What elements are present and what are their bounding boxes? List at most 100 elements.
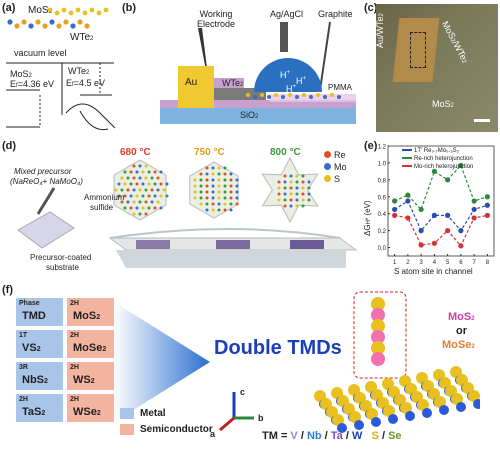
flake-750-atom	[211, 196, 215, 200]
flake-800-atom	[295, 204, 299, 208]
flake-800-atom	[283, 186, 287, 190]
heterostructure-atom	[260, 93, 264, 97]
flake-680-atom	[135, 170, 139, 174]
sio2-label: SiO2	[240, 110, 259, 121]
sulfur-atom	[366, 408, 378, 420]
flake-750-atom	[205, 202, 209, 206]
flake-680-atom	[144, 164, 148, 168]
flake-800-atom	[289, 204, 293, 208]
legend-metal: Metal	[120, 408, 213, 424]
flake-800-atom	[307, 180, 311, 184]
tmd-cell-right-formula: WS2	[73, 374, 95, 386]
e-series-line-1	[394, 200, 488, 232]
heterostructure-atom	[274, 93, 278, 97]
flake-800-atom	[277, 186, 281, 190]
flake-750-atom	[223, 184, 227, 188]
e-series-2-point	[418, 206, 424, 213]
mos2-atom	[103, 7, 109, 13]
e-series-1-point	[471, 206, 477, 213]
flake-680-atom	[129, 194, 133, 198]
e-series-1-point	[405, 198, 411, 204]
flake-680-atom	[120, 188, 124, 192]
flake-680-atom	[129, 206, 133, 210]
flake-750-atom	[217, 208, 221, 212]
substrate-label-2: substrate	[46, 263, 79, 272]
wte2-atom	[70, 23, 76, 29]
flake-680-atom	[159, 182, 163, 186]
flake-750-atom	[217, 172, 221, 176]
flake-750-atom	[223, 172, 227, 176]
heterostructure-atom	[295, 95, 299, 99]
sulfur-atom	[349, 411, 361, 423]
mos2-ef-label: Ef=4.36 eV	[10, 79, 54, 90]
flake-750-atom	[229, 172, 233, 176]
flake-800-atom	[301, 186, 305, 190]
mos2-atom	[54, 10, 60, 16]
e-series-3-point	[405, 215, 411, 221]
metal-atom	[439, 405, 449, 415]
e-xtick-label: 5	[446, 260, 450, 266]
e-xtick-label: 4	[433, 260, 437, 266]
mos2-atom	[75, 7, 81, 13]
flake-800-atom	[301, 180, 305, 184]
flake-680-atom	[138, 212, 142, 216]
e-xtick-label: 8	[486, 260, 490, 266]
panel-e-label: (e)	[364, 140, 378, 152]
scale-bar	[474, 119, 490, 122]
axes-indicator	[219, 392, 254, 432]
flake-680-atom	[147, 170, 151, 174]
panel-c-label: (c)	[364, 2, 378, 14]
tmd-cell-right-phase: 2H	[70, 364, 79, 371]
sulfur-atom	[417, 399, 429, 411]
flake-750-atom	[205, 178, 209, 182]
flake-800-atom	[283, 204, 287, 208]
flake-750-atom	[229, 190, 233, 194]
temp-680: 680 °C	[120, 147, 151, 158]
flake-680-atom	[141, 170, 145, 174]
flake-750-atom	[235, 202, 239, 206]
flake-680-atom	[165, 182, 169, 186]
metal-atom	[354, 420, 364, 430]
flake-680-atom	[153, 170, 157, 174]
mose2-tag: MoSe2	[442, 339, 475, 351]
wte2-atom	[14, 23, 20, 29]
flake-680-atom	[162, 188, 166, 192]
tm-formula: TM = V / Nb / Ta / W S / Se	[262, 430, 402, 442]
flake-750-atom	[229, 178, 233, 182]
panel-a: (a) MoS2 WTe2 vacuum level MoS2 Ef=4.36 …	[0, 0, 118, 135]
metal-atom	[388, 414, 398, 424]
mos2-atom	[47, 7, 53, 13]
tmd-cell-left-formula: TMD	[22, 310, 46, 322]
flake-750-atom	[217, 178, 221, 182]
stacked-atom	[371, 352, 385, 366]
flake-800-atom	[301, 204, 305, 208]
e-series-1-point	[418, 228, 424, 234]
flake-680-atom	[156, 176, 160, 180]
axis-a-label: a	[210, 429, 216, 439]
h-plus-2: H+	[296, 76, 307, 86]
metal-atom	[473, 399, 480, 409]
flake-750-atom	[223, 178, 227, 182]
flake-800-atom	[295, 192, 299, 196]
heterostructure-atom	[267, 95, 271, 99]
atom-legend: Re Mo S	[324, 150, 347, 186]
flake-680-atom	[120, 176, 124, 180]
f-legend: Metal Semiconductor	[120, 408, 213, 440]
e-series-3-point	[431, 240, 437, 246]
e-ytick-label: 0.8	[378, 178, 387, 184]
flake-800-atom	[289, 174, 293, 178]
flake-750-atom	[223, 196, 227, 200]
stacked-atom	[371, 341, 385, 355]
wte2-atom	[56, 23, 62, 29]
wte2-ef-label: Ef=4.5 eV	[66, 78, 105, 89]
wte2-atom	[35, 19, 41, 25]
flake-680-atom	[144, 200, 148, 204]
e-xtick-label: 2	[406, 260, 410, 266]
flake-750-atom	[217, 196, 221, 200]
e-xtick-label: 1	[393, 260, 397, 266]
flake-750-atom	[223, 190, 227, 194]
